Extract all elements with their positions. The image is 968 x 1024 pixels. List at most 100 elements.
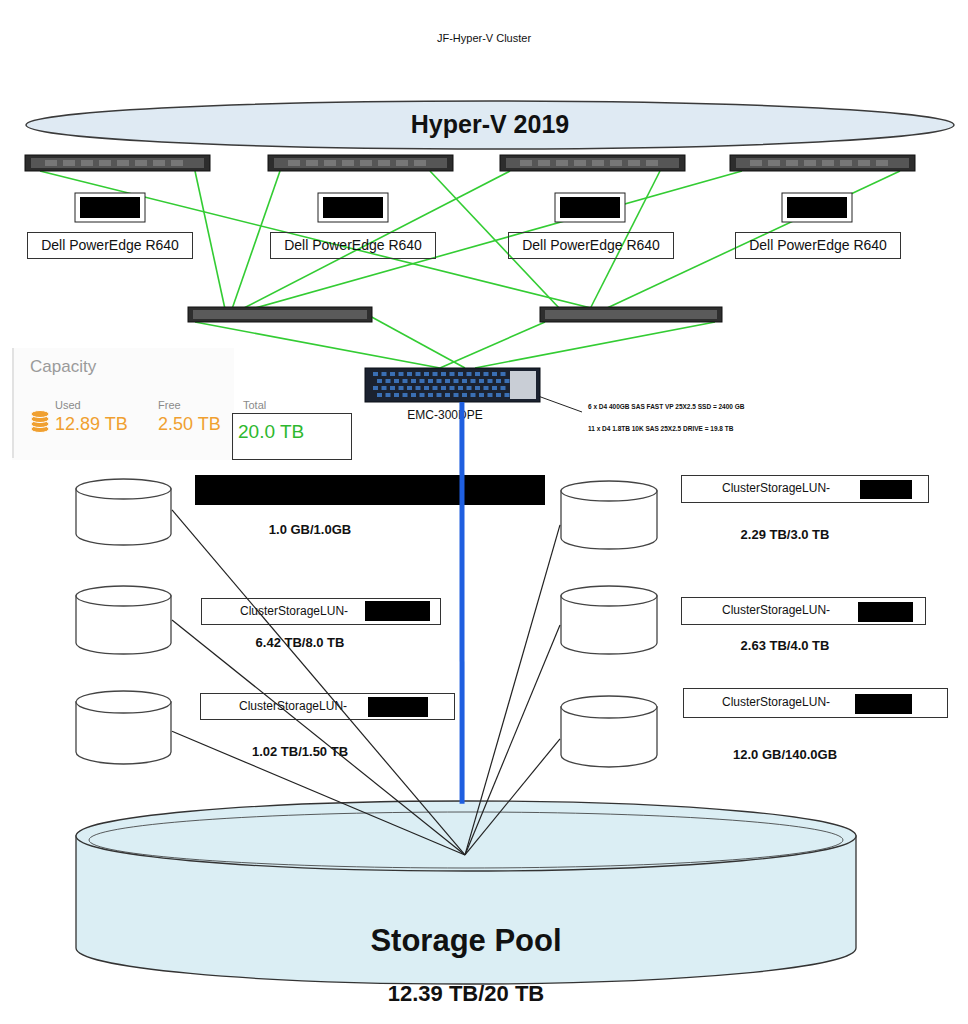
emc-shape bbox=[365, 368, 540, 402]
server-model-label: Dell PowerEdge R640 bbox=[508, 232, 674, 259]
array-bezel-pattern bbox=[428, 379, 433, 383]
storage-array: EMC-300DPE bbox=[365, 368, 540, 402]
redaction bbox=[858, 602, 913, 622]
server-model-label: Dell PowerEdge R640 bbox=[735, 232, 901, 259]
array-bezel-pattern bbox=[496, 393, 501, 397]
array-bezel-pattern bbox=[386, 379, 391, 383]
network-cable bbox=[242, 171, 510, 309]
array-bezel-pattern bbox=[475, 386, 480, 390]
platform-band: Hyper-V 2019 bbox=[25, 100, 955, 150]
drive-bay bbox=[306, 160, 318, 166]
network-cabling bbox=[40, 171, 900, 368]
cylinder-top bbox=[76, 691, 171, 713]
array-bezel-pattern bbox=[407, 386, 412, 390]
server-shape bbox=[25, 155, 210, 171]
array-bezel-pattern bbox=[373, 386, 378, 390]
lun-name: ClusterStorageLUN- bbox=[201, 598, 441, 625]
array-bezel-pattern bbox=[501, 386, 506, 390]
array-bezel-pattern bbox=[488, 379, 493, 383]
drive-bay bbox=[117, 160, 129, 166]
array-bezel-pattern bbox=[386, 393, 391, 397]
server-model-label: Dell PowerEdge R640 bbox=[27, 232, 193, 259]
database-icon bbox=[31, 411, 49, 418]
cylinder-rim bbox=[89, 812, 843, 868]
drive-bay bbox=[610, 160, 622, 166]
redaction bbox=[560, 197, 620, 218]
cylinder-top bbox=[76, 801, 856, 871]
drive-bay bbox=[822, 160, 834, 166]
array-bezel-pattern bbox=[407, 372, 412, 376]
storage-link bbox=[465, 739, 560, 855]
array-bezel-pattern bbox=[411, 379, 416, 383]
array-bezel-pattern bbox=[467, 372, 472, 376]
array-bezel-pattern bbox=[458, 386, 463, 390]
array-bezel-pattern bbox=[403, 393, 408, 397]
lun-disk: ClusterStorageLUN-2.63 TB/4.0 TB bbox=[560, 585, 658, 655]
cyl-shape bbox=[560, 480, 658, 550]
redaction bbox=[80, 197, 140, 218]
pool-usage: 12.39 TB/20 TB bbox=[75, 980, 857, 1008]
cyl-shape bbox=[75, 585, 172, 655]
array-bezel-pattern bbox=[441, 372, 446, 376]
cylinder-top bbox=[76, 586, 171, 606]
array-bezel-pattern bbox=[471, 379, 476, 383]
drive-bay bbox=[153, 160, 165, 166]
storage-link bbox=[172, 620, 465, 855]
server-bezel bbox=[274, 158, 447, 168]
array-bezel-pattern bbox=[390, 372, 395, 376]
drive-bay bbox=[876, 160, 888, 166]
lun-usage: 2.63 TB/4.0 TB bbox=[690, 637, 880, 655]
drive-bay bbox=[786, 160, 798, 166]
array-bezel-pattern bbox=[441, 386, 446, 390]
metric-value: 2.50 TB bbox=[158, 413, 238, 437]
array-bezel-pattern bbox=[394, 379, 399, 383]
drive-bay bbox=[414, 160, 426, 166]
array-bezel-pattern bbox=[394, 393, 399, 397]
panel-edge bbox=[12, 348, 14, 458]
lun-name: ClusterStorageLUN- bbox=[681, 475, 929, 503]
array-bezel-pattern bbox=[416, 386, 421, 390]
array-bezel-pattern bbox=[373, 372, 378, 376]
leader-line bbox=[538, 396, 582, 412]
lun-disk: ClusterStorageLUN-2.29 TB/3.0 TB bbox=[560, 480, 658, 550]
drive-bay bbox=[81, 160, 93, 166]
network-switch bbox=[188, 307, 372, 322]
storage-link bbox=[172, 510, 465, 855]
array-bezel-pattern bbox=[450, 386, 455, 390]
array-bezel-pattern bbox=[390, 386, 395, 390]
lun-name: ClusterStorageLUN- bbox=[683, 688, 948, 718]
drive-bay bbox=[768, 160, 780, 166]
storage-link bbox=[459, 402, 464, 804]
redaction bbox=[860, 480, 912, 499]
metric-name: Used bbox=[55, 398, 115, 412]
network-cable bbox=[232, 171, 280, 309]
redaction-frame bbox=[555, 193, 625, 222]
metric-name: Total bbox=[243, 398, 303, 412]
network-cable bbox=[195, 322, 440, 368]
array-bezel-pattern bbox=[479, 393, 484, 397]
drive-bay bbox=[378, 160, 390, 166]
array-bezel-pattern bbox=[492, 386, 497, 390]
array-bezel-pattern bbox=[399, 372, 404, 376]
array-bezel-pattern bbox=[403, 379, 408, 383]
server-shape bbox=[730, 155, 915, 171]
array-bezel-pattern bbox=[479, 379, 484, 383]
array-bezel-pattern bbox=[488, 393, 493, 397]
server-shape bbox=[500, 155, 685, 171]
lun-usage: 1.0 GB/1.0GB bbox=[210, 521, 410, 539]
drive-bay bbox=[324, 160, 336, 166]
cyl-shape bbox=[560, 585, 658, 655]
array-bezel-pattern bbox=[437, 393, 442, 397]
redaction-frame bbox=[318, 193, 388, 222]
redaction bbox=[365, 601, 430, 621]
array-bezel-pattern bbox=[462, 393, 467, 397]
lun-usage: 1.02 TB/1.50 TB bbox=[200, 743, 400, 761]
array-bezel-pattern bbox=[505, 379, 510, 383]
array-bezel-pattern bbox=[382, 386, 387, 390]
cyl-shape bbox=[75, 690, 172, 765]
drive-bay bbox=[360, 160, 372, 166]
lun-disk: 1.0 GB/1.0GB bbox=[75, 478, 172, 546]
band-ellipse bbox=[26, 101, 954, 149]
drive-bay bbox=[99, 160, 111, 166]
